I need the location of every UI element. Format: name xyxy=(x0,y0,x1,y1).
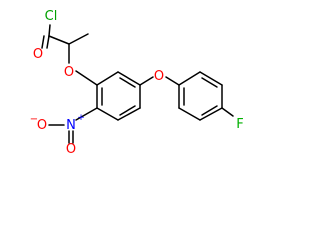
bond-ring2-inner-c xyxy=(201,77,218,88)
bond-ring1-inner-b xyxy=(119,105,136,116)
bond-ring2-3 xyxy=(199,107,223,121)
bond-ring2-inner-b xyxy=(201,105,218,116)
atom-labels: Cl O O O N + O − O F xyxy=(30,9,244,157)
nitro-nitrogen-charge: + xyxy=(77,113,85,123)
bond-ring2-6 xyxy=(178,71,201,86)
bond-ring1-2 xyxy=(96,107,119,121)
bond-ring1-o2 xyxy=(139,76,154,86)
nitro-oxygen-db-label: O xyxy=(66,142,76,157)
bond-ring2-2 xyxy=(178,107,201,121)
nitro-oxygen-neg-label: O xyxy=(37,118,47,133)
bond-carbonyl-b xyxy=(46,35,50,49)
carbonyl-oxygen-label: O xyxy=(33,47,43,62)
bond-ring2-f xyxy=(221,107,234,117)
bond-o-ring1 xyxy=(75,70,98,86)
bonds xyxy=(41,24,234,144)
nitro-nitrogen-label: N xyxy=(66,118,76,133)
bond-calpha-methyl xyxy=(68,33,89,45)
bond-carbonyl-a xyxy=(41,35,45,49)
fluorine-label: F xyxy=(236,117,243,132)
structure-svg: Cl O O O N + O − O F xyxy=(30,9,244,157)
chlorine-label: Cl xyxy=(45,9,58,24)
bond-ring1-5 xyxy=(117,71,141,86)
bond-ring2-5 xyxy=(199,71,223,86)
ether-oxygen-label-1: O xyxy=(64,65,74,80)
bond-ring1-inner-c xyxy=(119,77,136,88)
bond-c-calpha xyxy=(48,35,70,45)
bond-cl-c xyxy=(48,24,51,37)
bond-o2-ring2 xyxy=(165,76,180,86)
bond-ring1-3 xyxy=(117,107,141,121)
nitro-oxygen-neg-charge: − xyxy=(30,114,38,125)
molecule-diagram: Cl O O O N + O − O F xyxy=(30,9,244,157)
ether-oxygen-label-2: O xyxy=(154,69,164,84)
bond-ring1-n xyxy=(75,107,98,121)
bond-ring1-6 xyxy=(96,71,119,86)
